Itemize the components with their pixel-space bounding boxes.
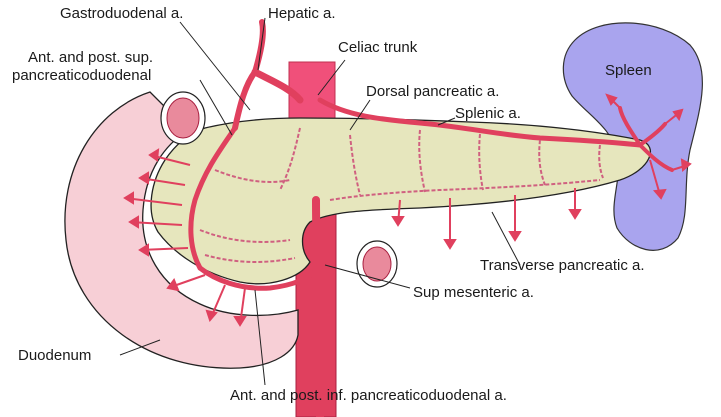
label-transverse-pancreatic: Transverse pancreatic a. — [480, 257, 645, 274]
label-ant-post-inf: Ant. and post. inf. pancreaticoduodenal … — [230, 387, 507, 404]
label-ant-post-sup-1: Ant. and post. sup. — [28, 49, 153, 66]
label-duodenum: Duodenum — [18, 347, 91, 364]
label-ant-post-sup-2: pancreaticoduodenal — [12, 67, 151, 84]
label-splenic: Splenic a. — [455, 105, 521, 122]
label-celiac-trunk: Celiac trunk — [338, 39, 418, 56]
label-spleen: Spleen — [605, 62, 652, 79]
label-hepatic: Hepatic a. — [268, 5, 336, 22]
label-dorsal-pancreatic: Dorsal pancreatic a. — [366, 83, 499, 100]
label-gastroduodenal: Gastroduodenal a. — [60, 5, 183, 22]
label-sup-mesenteric: Sup mesenteric a. — [413, 284, 534, 301]
